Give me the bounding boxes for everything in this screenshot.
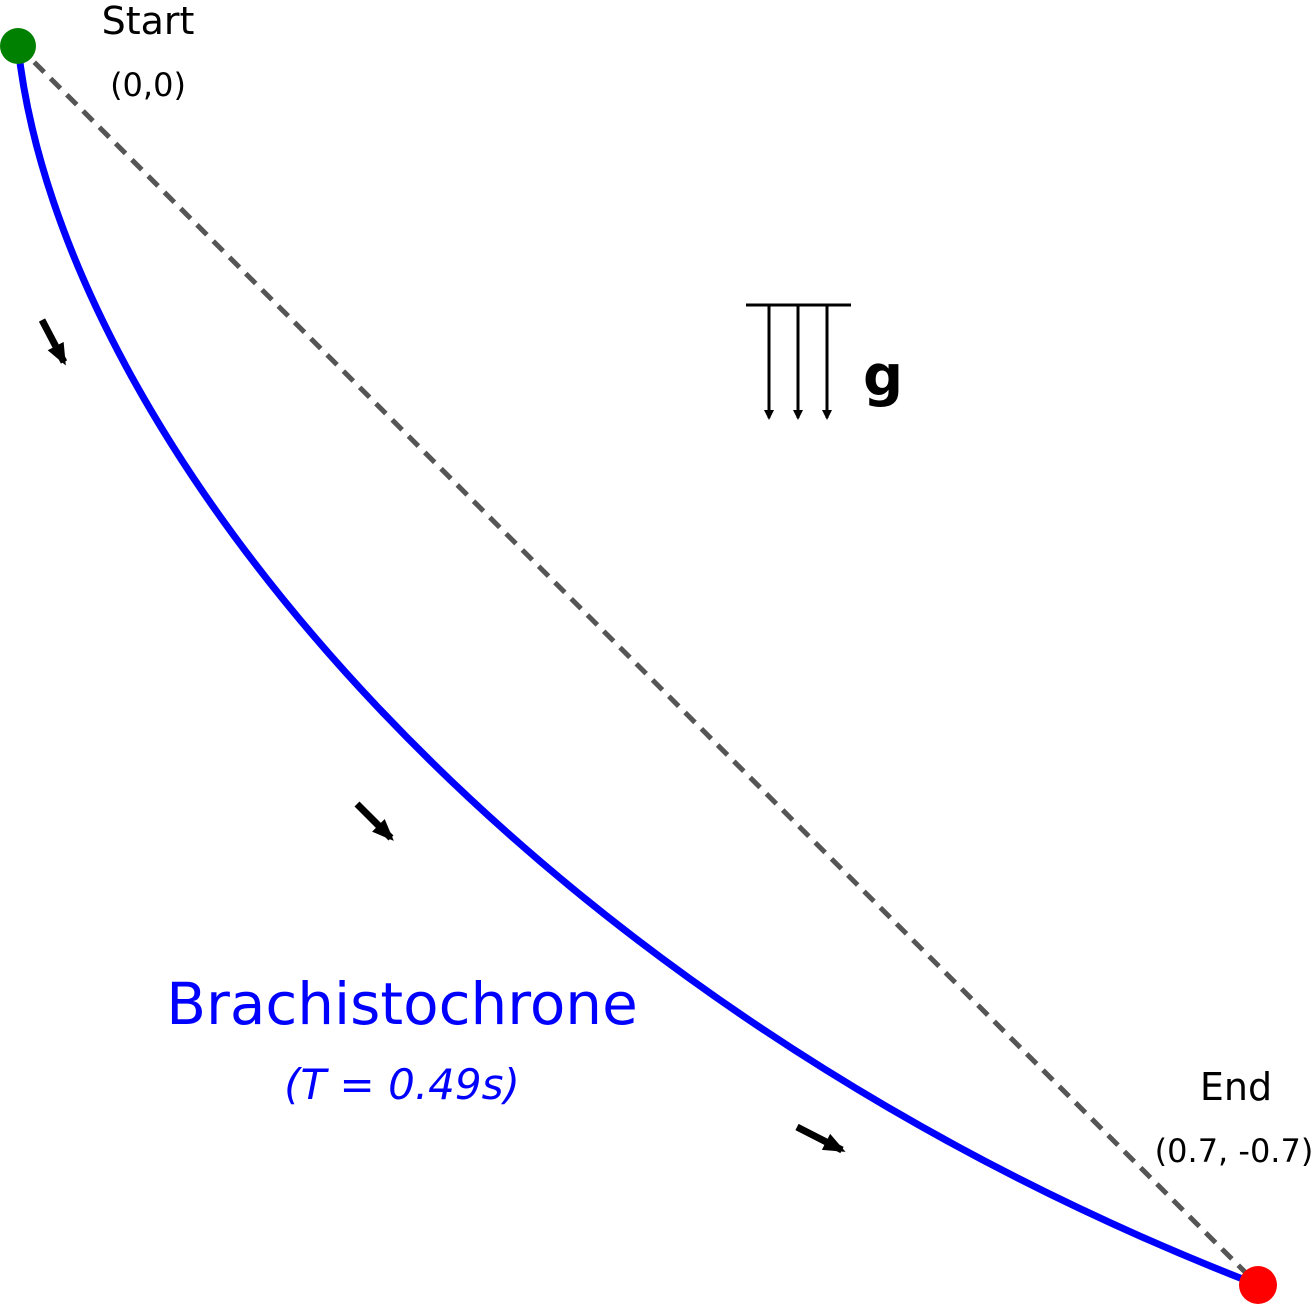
straight-path-line	[16, 44, 1260, 1287]
direction-arrow-icon	[795, 1123, 846, 1154]
direction-arrow-icon	[38, 318, 68, 366]
start-point	[0, 28, 36, 64]
gravity-label: g	[863, 344, 903, 409]
gravity-arrows-icon	[746, 303, 851, 420]
end-label: End	[1200, 1065, 1272, 1109]
start-coords: (0,0)	[110, 66, 186, 104]
end-coords: (0.7, -0.7)	[1155, 1132, 1314, 1170]
end-point	[1239, 1266, 1277, 1304]
curve-time-label: (T = 0.49s)	[284, 1060, 520, 1109]
brachistochrone-curve	[14, 45, 1260, 1289]
start-label: Start	[102, 0, 195, 43]
direction-arrow-icon	[354, 801, 394, 841]
curve-name-label: Brachistochrone	[166, 970, 638, 1038]
